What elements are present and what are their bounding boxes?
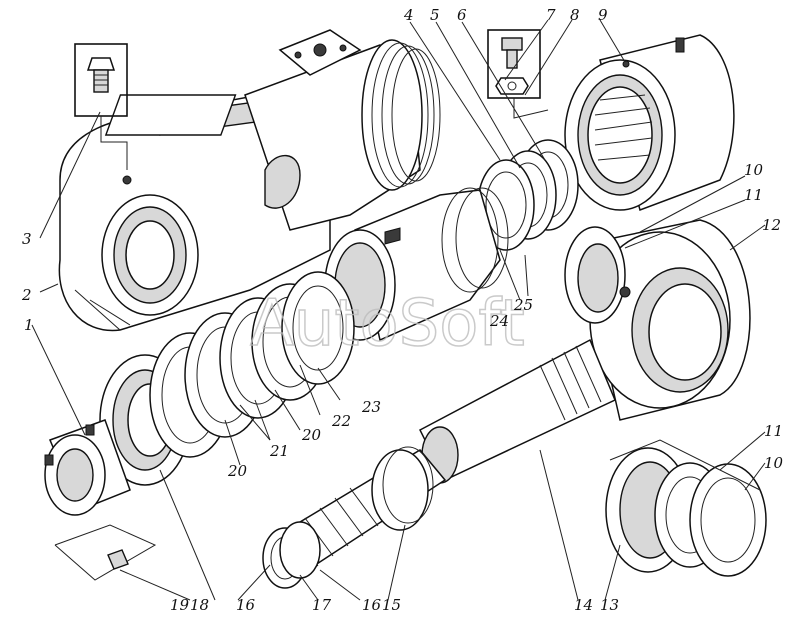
label-17: 17 — [312, 596, 332, 614]
label-15: 15 — [382, 596, 401, 614]
label-10-bottom: 10 — [764, 454, 784, 472]
label-16-right: 16 — [362, 596, 382, 614]
label-21: 21 — [269, 442, 289, 460]
label-20-lower: 20 — [227, 462, 248, 480]
label-25: 25 — [513, 296, 533, 314]
label-19: 19 — [170, 596, 190, 614]
label-12: 12 — [762, 216, 781, 234]
label-1: 1 — [24, 316, 34, 334]
label-8: 8 — [570, 6, 580, 24]
part-seal-set-bottom — [605, 439, 767, 577]
label-11-bottom: 11 — [764, 422, 783, 440]
label-7: 7 — [546, 6, 556, 24]
label-3: 3 — [22, 230, 32, 248]
part-threaded-nut — [564, 34, 735, 211]
label-5: 5 — [430, 6, 440, 24]
label-14: 14 — [574, 596, 593, 614]
label-18: 18 — [190, 596, 209, 614]
part-eye-ring — [564, 219, 751, 421]
part-split-rings — [262, 521, 321, 589]
part-labels: 3 2 1 4 5 6 7 8 9 10 11 12 25 24 23 22 2… — [21, 6, 784, 614]
label-16-left: 16 — [236, 596, 256, 614]
label-11-top: 11 — [744, 186, 763, 204]
label-2: 2 — [21, 286, 32, 304]
label-23: 23 — [361, 398, 381, 416]
leader-lines — [31, 19, 766, 601]
bolt-nut-inset — [487, 29, 549, 119]
part-cylinder-body — [244, 29, 441, 231]
label-4: 4 — [403, 6, 414, 24]
label-22: 22 — [331, 412, 351, 430]
watermark: AutoSoft — [250, 287, 525, 361]
grease-fitting-inset — [74, 43, 128, 170]
part-slotted-nut — [44, 419, 131, 516]
label-20-upper: 20 — [301, 426, 322, 444]
label-9: 9 — [598, 6, 608, 24]
part-packing-set-top — [477, 139, 579, 251]
label-24: 24 — [489, 312, 509, 330]
set-screw-inset — [54, 524, 157, 581]
label-13: 13 — [600, 596, 619, 614]
label-10-top: 10 — [744, 161, 764, 179]
part-seal-ring-stack — [99, 271, 355, 486]
label-6: 6 — [457, 6, 467, 24]
